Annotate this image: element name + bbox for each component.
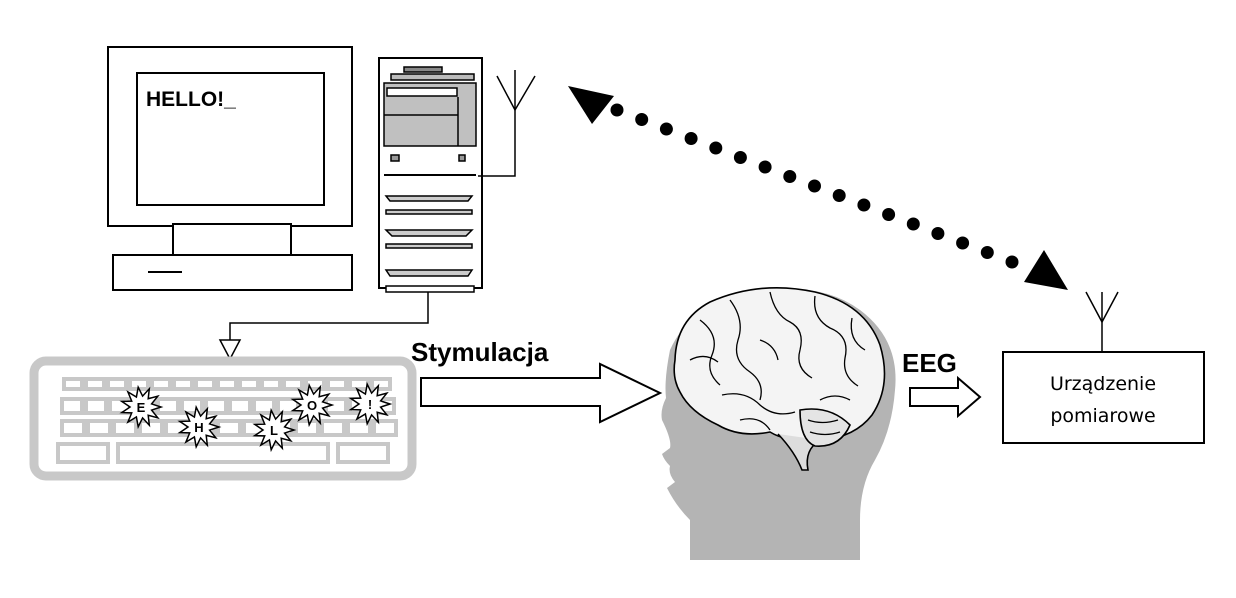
measuring-device — [1002, 351, 1205, 444]
keyboard-key — [84, 377, 106, 391]
keyboard-key — [62, 377, 84, 391]
highlighted-key-burst: ! — [348, 381, 393, 427]
wireless-dot — [857, 198, 871, 212]
highlighted-key-burst: E — [119, 384, 164, 430]
keyboard-key — [56, 442, 110, 464]
keyboard-key — [294, 419, 320, 437]
burst-key-label: ! — [368, 397, 372, 412]
spacebar — [116, 442, 330, 464]
keyboard-key — [216, 419, 242, 437]
keyboard-key — [276, 397, 300, 415]
pc-antenna-icon — [478, 70, 536, 177]
keyboard-key — [194, 377, 216, 391]
keyboard-key — [372, 419, 398, 437]
wireless-dot — [956, 236, 970, 250]
wireless-dot — [733, 151, 747, 164]
monitor-screen — [136, 72, 325, 206]
keyboard-key — [150, 377, 172, 391]
wireless-dot — [1005, 255, 1019, 269]
keyboard-key — [112, 419, 138, 437]
device-label-line2: pomiarowe — [1050, 405, 1155, 427]
highlighted-key-burst: O — [290, 382, 335, 428]
keyboard-key — [228, 397, 252, 415]
tower-top-bar — [390, 73, 475, 81]
keyboard-key — [282, 377, 304, 391]
keyboard-key — [60, 397, 84, 415]
drive-tray-4 — [385, 243, 473, 249]
wireless-dot — [882, 208, 896, 221]
wireless-dot — [906, 217, 920, 231]
keyboard-key — [156, 397, 180, 415]
wireless-dot — [684, 132, 698, 145]
wireless-dot — [931, 227, 945, 240]
burst-shape — [119, 384, 164, 430]
wireless-dot — [832, 189, 846, 202]
burst-key-label: H — [194, 420, 203, 435]
burst-shape — [177, 404, 222, 450]
keyboard-key — [84, 397, 108, 415]
eeg-arrow — [909, 375, 982, 419]
drive-led-left — [390, 154, 400, 162]
drive-tray-2 — [385, 209, 473, 215]
burst-key-label: E — [137, 400, 146, 415]
monitor-neck — [172, 223, 292, 257]
wireless-arrowhead-top — [568, 86, 614, 124]
highlighted-key-burst: L — [252, 407, 297, 453]
keyboard-key — [370, 377, 392, 391]
keyboard-key — [172, 377, 194, 391]
wireless-dot — [635, 113, 649, 126]
keyboard-key — [86, 419, 112, 437]
keyboard — [29, 356, 417, 481]
drive-tray-5 — [384, 269, 474, 277]
stimulation-arrow — [420, 362, 663, 424]
screen-text: HELLO!_ — [146, 88, 236, 111]
keyboard-key — [238, 377, 260, 391]
keyboard-key — [138, 419, 164, 437]
tower-foot — [385, 285, 475, 293]
keyboard-key — [320, 419, 346, 437]
burst-key-label: O — [307, 398, 317, 413]
wireless-dot — [610, 103, 624, 117]
wireless-arrowhead-bottom — [1024, 250, 1068, 290]
keyboard-key — [260, 377, 282, 391]
drive-led-right — [458, 154, 466, 162]
wireless-dot — [659, 122, 673, 136]
keyboard-key — [348, 377, 370, 391]
tower-top-button — [403, 66, 443, 73]
keyboard-key — [60, 419, 86, 437]
burst-shape — [348, 381, 393, 427]
burst-key-label: L — [270, 423, 278, 438]
keyboard-key — [106, 377, 128, 391]
device-label-line1: Urządzenie — [1050, 373, 1156, 395]
drive-slot — [386, 87, 458, 97]
keyboard-key — [252, 397, 276, 415]
stimulation-label: Stymulacja — [411, 337, 549, 367]
burst-shape — [290, 382, 335, 428]
wireless-link — [568, 86, 1068, 290]
device-antenna-icon — [1085, 291, 1119, 352]
pc-tower — [378, 57, 483, 293]
wireless-dot — [980, 246, 994, 259]
brain-icon — [673, 286, 886, 471]
keyboard-key — [326, 377, 348, 391]
keyboard-key — [336, 442, 390, 464]
wireless-dot — [758, 160, 772, 174]
keyboard-key — [216, 377, 238, 391]
wireless-dot — [709, 141, 723, 155]
drive-tray-1 — [384, 195, 474, 202]
keyboard-key — [304, 377, 326, 391]
keyboard-key — [346, 419, 372, 437]
cable-tower-keyboard — [218, 292, 429, 361]
keyboard-key — [204, 397, 228, 415]
highlighted-key-burst: H — [177, 404, 222, 450]
drive-tray-3 — [384, 229, 474, 237]
wireless-dot — [783, 170, 797, 183]
burst-shape — [252, 407, 297, 453]
monitor — [107, 46, 353, 291]
wireless-dot — [808, 179, 821, 193]
eeg-label: EEG — [902, 348, 957, 378]
